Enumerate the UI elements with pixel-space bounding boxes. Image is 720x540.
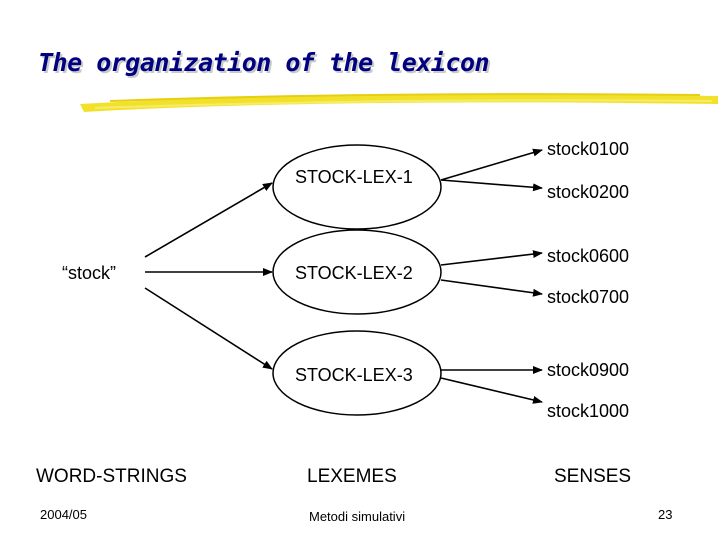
lexeme-node-3 (272, 330, 442, 416)
column-label-senses: SENSES (554, 466, 632, 487)
sense-label-1: stock0100 (547, 139, 630, 159)
footer-date: 2004/05 (40, 507, 87, 522)
arrow-word-to-lex3 (144, 287, 273, 370)
sense-label-2: stock0200 (547, 182, 630, 202)
lexeme-label-3: STOCK-LEX-3 (295, 365, 413, 385)
title-underline (80, 93, 718, 112)
lexeme-label-2: STOCK-LEX-2 (295, 263, 413, 283)
slide-title: The organization of the lexicon (38, 48, 490, 77)
lexeme-node-1 (272, 144, 442, 230)
arrow-lex2-to-sense3 (440, 250, 543, 266)
arrow-lex2-to-sense4 (440, 279, 543, 297)
sense-label-3: stock0600 (547, 246, 630, 266)
sense-label-6: stock1000 (547, 401, 630, 421)
lexeme-label-1: STOCK-LEX-1 (295, 167, 413, 187)
lexeme-node-2 (272, 229, 442, 315)
column-label-lexemes: LEXEMES (307, 466, 397, 487)
arrow-lex1-to-sense2 (440, 179, 543, 192)
arrow-word-to-lex1 (144, 182, 273, 258)
arrow-lex3-to-sense6 (440, 377, 543, 404)
word-string-label: “stock” (62, 263, 116, 283)
column-label-word-strings: WORD-STRINGS (36, 466, 187, 487)
sense-label-5: stock0900 (547, 360, 630, 380)
footer-page-number: 23 (658, 507, 673, 522)
footer-course: Metodi simulativi (309, 509, 406, 524)
sense-label-4: stock0700 (547, 287, 630, 307)
arrow-lex1-to-sense1 (440, 148, 543, 181)
